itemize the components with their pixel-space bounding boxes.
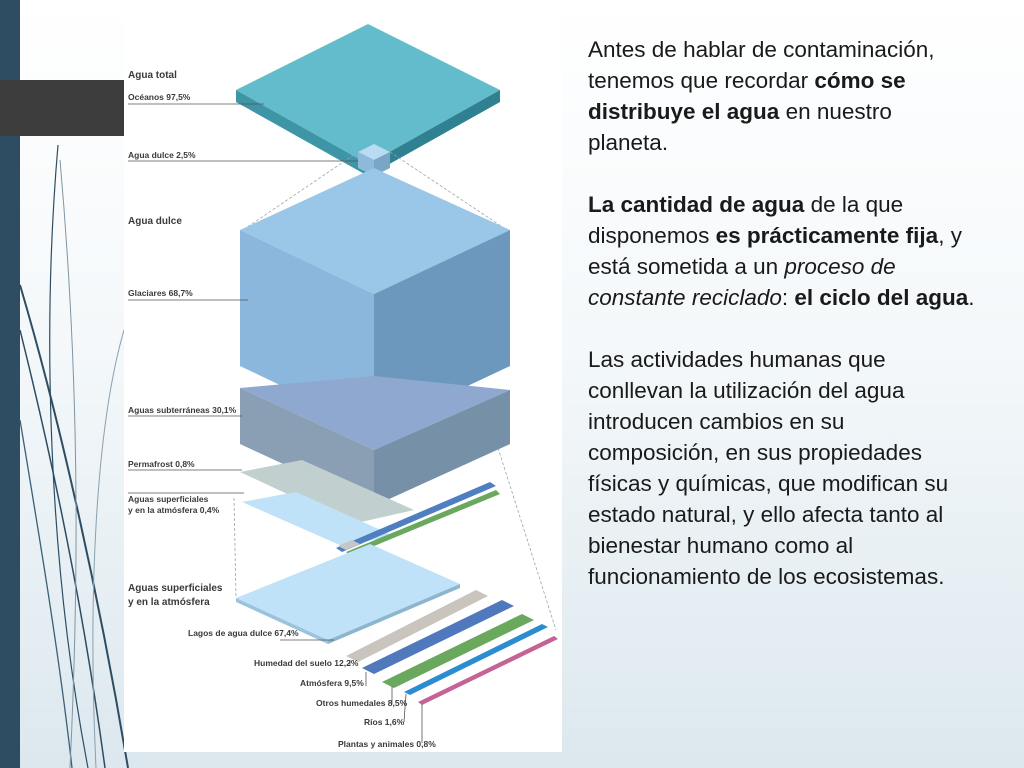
groundwater-slab <box>240 376 510 506</box>
label-oceanos: Océanos 97,5% <box>128 92 191 102</box>
water-distribution-figure: Agua total Océanos 97,5% Agua dulce 2,5%… <box>124 18 562 752</box>
label-superficiales-2: y en la atmósfera 0,4% <box>128 505 220 515</box>
label-otros: Otros humedales 8,5% <box>316 698 408 708</box>
label-humedad: Humedad del suelo 12,2% <box>254 658 359 668</box>
label-sup-heading-1: Aguas superficiales <box>128 583 223 594</box>
label-glaciares: Glaciares 68,7% <box>128 288 193 298</box>
lakes-slab <box>236 544 460 644</box>
wetlands-layer <box>382 614 534 688</box>
projection-lines <box>233 151 557 631</box>
label-rios: Ríos 1,6% <box>364 717 405 727</box>
rivers-layer <box>404 624 548 695</box>
decorative-curves <box>19 144 129 768</box>
permafrost-layer <box>240 460 414 524</box>
label-sup-heading-2: y en la atmósfera <box>128 597 210 608</box>
label-agua-dulce: Agua dulce <box>128 216 182 227</box>
ocean-slab <box>236 24 500 176</box>
left-accent-bar <box>0 0 20 768</box>
label-agua-dulce-pct: Agua dulce 2,5% <box>128 150 196 160</box>
label-agua-total: Agua total <box>128 70 177 81</box>
body-text: Antes de hablar de contaminación, tenemo… <box>588 34 978 623</box>
label-subterraneas: Aguas subterráneas 30,1% <box>128 405 237 415</box>
label-lagos: Lagos de agua dulce 67,4% <box>188 628 299 638</box>
dark-header-tab <box>0 80 128 136</box>
surface-water-small <box>242 482 500 556</box>
label-atmosfera: Atmósfera 9,5% <box>300 678 364 688</box>
soil-moisture-layer <box>346 590 488 662</box>
label-plantas: Plantas y animales 0,8% <box>338 739 436 749</box>
paragraph-water-amount: La cantidad de agua de la que disponemos… <box>588 192 975 310</box>
paragraph-human-activities: Las actividades humanas que conllevan la… <box>588 347 949 589</box>
plants-animals-layer <box>418 636 558 705</box>
label-superficiales-1: Aguas superficiales <box>128 494 209 504</box>
atmosphere-layer <box>362 600 514 674</box>
leader-lines <box>128 103 423 743</box>
paragraph-intro: Antes de hablar de contaminación, tenemo… <box>588 37 935 155</box>
label-permafrost: Permafrost 0,8% <box>128 459 195 469</box>
